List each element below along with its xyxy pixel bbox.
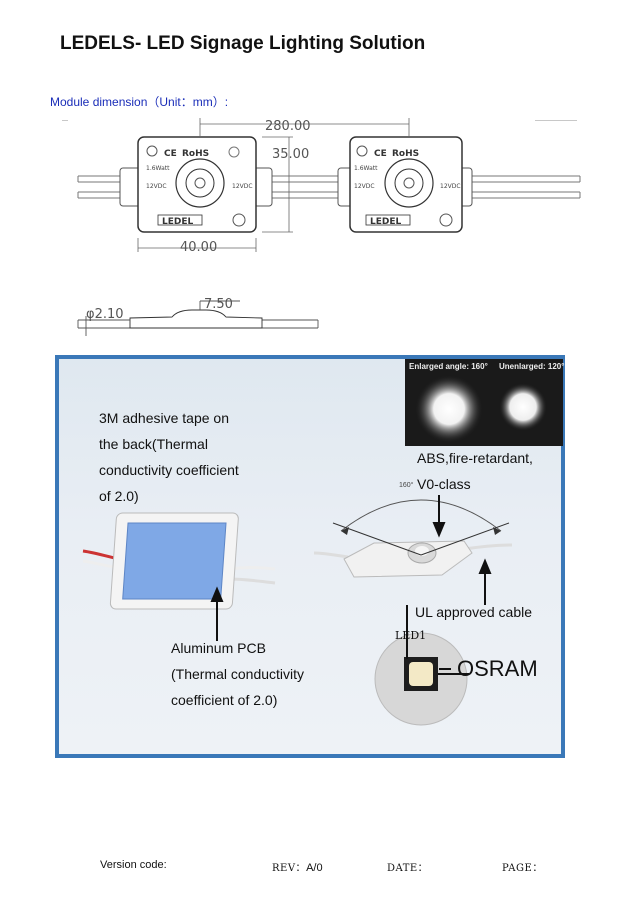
- dimension-lines: [137, 118, 410, 252]
- dimension-width: 40.00: [180, 240, 217, 255]
- led-closeup-photo: [374, 632, 469, 726]
- module-back-photo: [82, 512, 276, 610]
- svg-text:12VDC: 12VDC: [232, 183, 253, 190]
- callout-abs-line-1: ABS,fire-retardant,: [417, 450, 533, 466]
- callout-adhesive-line-4: of 2.0): [99, 488, 139, 504]
- callout-adhesive: 3M adhesive tape on the back(Thermal con…: [99, 405, 239, 509]
- footer-page-label: PAGE：: [502, 863, 543, 874]
- callout-ul-cable: UL approved cable: [415, 604, 533, 620]
- callout-abs: ABS,fire-retardant, V0-class: [417, 445, 533, 497]
- beam-angle-arc: [332, 499, 510, 556]
- svg-text:RoHS: RoHS: [182, 149, 209, 159]
- svg-text:LEDEL: LEDEL: [162, 217, 194, 227]
- callout-adhesive-line-3: conductivity coefficient: [99, 462, 239, 478]
- module-top-view-drawing: CE RoHS 1.6Watt 12VDC 12VDC LEDEL CE RoH…: [77, 118, 581, 255]
- module-side-photo: [313, 540, 513, 578]
- beam-angle-comparison: Enlarged angle: 160° Unenlarged: 120°: [405, 359, 565, 446]
- svg-text:1.6Watt: 1.6Watt: [146, 165, 170, 172]
- footer-page: PAGE：: [502, 859, 543, 874]
- callout-adhesive-line-2: the back(Thermal: [99, 436, 208, 452]
- product-photo-panel: Enlarged angle: 160° Unenlarged: 120°: [55, 355, 565, 758]
- svg-text:12VDC: 12VDC: [440, 183, 461, 190]
- callout-arrows: [210, 495, 492, 670]
- footer-rev-label: REV：: [272, 863, 307, 874]
- module-2-drawing: CE RoHS 1.6Watt 12VDC 12VDC LEDEL: [337, 136, 473, 233]
- dimension-wire-diameter: φ2.10: [86, 307, 124, 322]
- glow-label-unenlarged: Unenlarged: 120°: [499, 362, 565, 371]
- dimension-length: 280.00: [265, 119, 311, 134]
- callout-pcb-line-1: Aluminum PCB: [171, 640, 266, 656]
- glow-illustration: [415, 375, 547, 443]
- dimension-thickness: 7.50: [204, 297, 233, 312]
- beam-angle-label: 160°: [399, 482, 414, 489]
- callout-abs-line-2: V0-class: [417, 476, 471, 492]
- footer-rev-value: A/0: [306, 862, 323, 874]
- svg-text:CE: CE: [164, 149, 177, 159]
- footer-version-label: Version code:: [100, 859, 167, 871]
- page-title: LEDELS- LED Signage Lighting Solution: [60, 33, 426, 54]
- footer-date: DATE：: [387, 859, 428, 874]
- module-side-view-drawing: φ2.10 7.50: [77, 297, 319, 336]
- svg-text:1.6Watt: 1.6Watt: [354, 165, 378, 172]
- svg-text:RoHS: RoHS: [392, 149, 419, 159]
- footer-date-label: DATE：: [387, 863, 429, 874]
- divider-left: [62, 120, 68, 121]
- svg-text:CE: CE: [374, 149, 387, 159]
- module-1-drawing: CE RoHS 1.6Watt 12VDC 12VDC LEDEL: [119, 136, 273, 233]
- led-label: LED1: [395, 629, 427, 642]
- callout-aluminum-pcb: Aluminum PCB (Thermal conductivity coeff…: [171, 635, 304, 713]
- glow-label-enlarged: Enlarged angle: 160°: [409, 362, 488, 371]
- callout-pcb-line-2: (Thermal conductivity: [171, 666, 305, 682]
- callout-osram: OSRAM: [457, 656, 538, 681]
- callout-pcb-line-3: coefficient of 2.0): [171, 692, 278, 708]
- module-dimension-label: Module dimension（Unit：mm）:: [50, 95, 229, 109]
- svg-text:12VDC: 12VDC: [354, 183, 375, 190]
- callout-adhesive-line-1: 3M adhesive tape on: [99, 410, 229, 426]
- dimension-height: 35.00: [272, 147, 309, 162]
- footer-rev: REV：A/0: [272, 859, 323, 874]
- divider-right: [535, 120, 577, 121]
- svg-text:12VDC: 12VDC: [146, 183, 167, 190]
- svg-text:LEDEL: LEDEL: [370, 217, 402, 227]
